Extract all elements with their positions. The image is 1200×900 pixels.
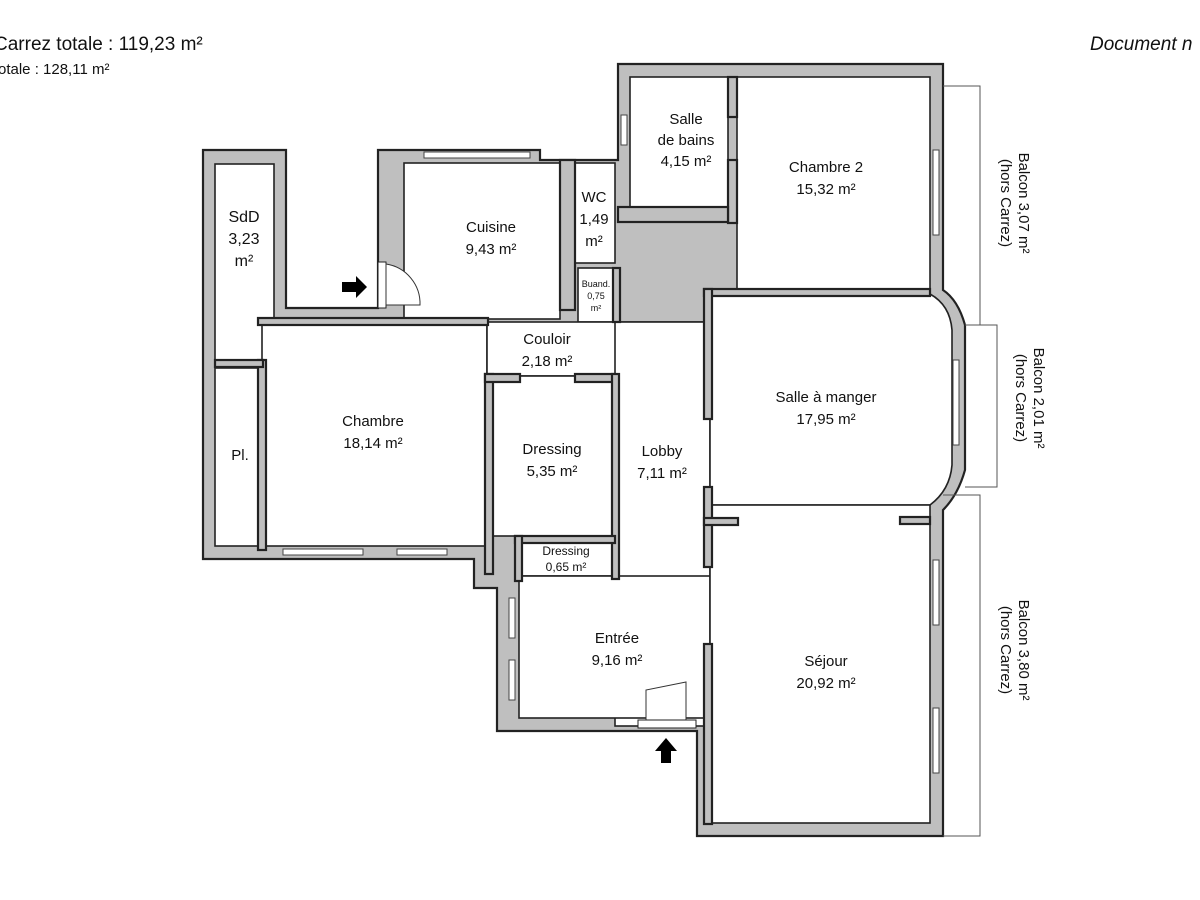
doors bbox=[377, 261, 697, 729]
balcony-label-balcon-3: Balcon 3,80 m²(hors Carrez) bbox=[997, 600, 1032, 701]
carrez-total: Carrez totale : 119,23 m² bbox=[0, 34, 203, 55]
surface-totale: otale : 128,11 m² bbox=[0, 61, 110, 78]
arrow-up-icon bbox=[655, 738, 677, 763]
balconies bbox=[943, 85, 998, 837]
balcony-label-balcon-1: Balcon 3,07 m²(hors Carrez) bbox=[997, 153, 1032, 254]
entry-arrows bbox=[342, 276, 677, 763]
document-note: Document n bbox=[1090, 34, 1193, 55]
windows bbox=[282, 114, 960, 774]
balcony-labels: Balcon 3,07 m²(hors Carrez) Balcon 2,01 m… bbox=[997, 153, 1047, 701]
room-interiors bbox=[214, 76, 953, 824]
room-label-placard: Pl. bbox=[231, 447, 249, 464]
balcony-label-balcon-2: Balcon 2,01 m²(hors Carrez) bbox=[1012, 348, 1047, 449]
partition-walls bbox=[213, 75, 932, 826]
arrow-right-icon bbox=[342, 276, 367, 298]
